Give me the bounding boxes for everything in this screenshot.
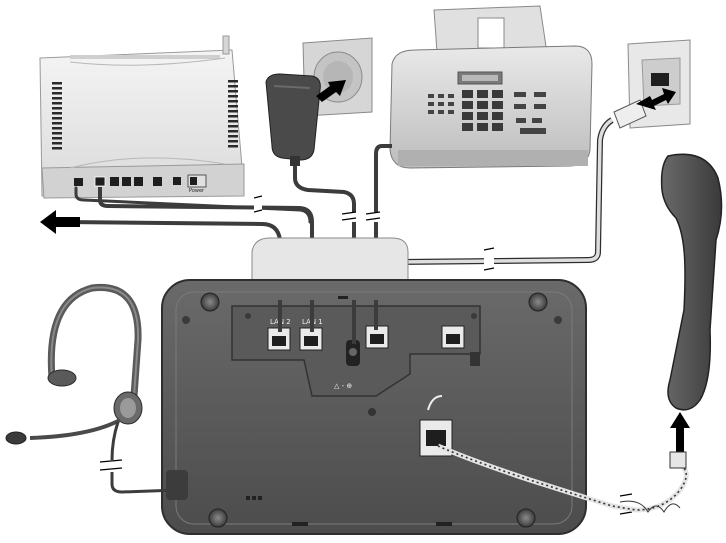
coiled-cord (436, 443, 689, 513)
handset-plug (669, 451, 687, 469)
headset-cable (110, 472, 179, 494)
fax-keypad-main (462, 90, 503, 131)
arrow-to-outlet-icon (316, 80, 346, 102)
base-station: LAN 2 LAN 1 △ - ⊕ (161, 237, 587, 535)
cable-break-marks (99, 195, 633, 518)
headset (5, 283, 143, 461)
base-port-line (441, 325, 465, 349)
phone-plug (613, 99, 647, 129)
port-cable-ends (278, 300, 378, 344)
router-vents-right (228, 80, 238, 148)
arrow-to-network-icon (40, 210, 80, 234)
power-cable (293, 166, 356, 340)
arrow-to-jack-icon (636, 88, 676, 110)
fax-buttons-right (514, 92, 546, 134)
router-power-label: Power (189, 188, 205, 194)
router-ports (74, 174, 207, 188)
router-vents-left (52, 82, 62, 150)
power-symbol-label: △ - ⊕ (334, 382, 352, 390)
coiled-cord-rings (437, 445, 688, 513)
lan-cable-router (98, 187, 314, 330)
base-port-power (346, 340, 360, 366)
fax-keypad-left (428, 94, 454, 114)
base-screws (182, 292, 562, 528)
fax-cable (374, 144, 392, 330)
arrow-to-handset-icon (670, 412, 690, 452)
handset (660, 153, 723, 411)
fax-machine (389, 5, 593, 169)
router: Power (39, 35, 245, 199)
power-adapter (265, 73, 321, 166)
